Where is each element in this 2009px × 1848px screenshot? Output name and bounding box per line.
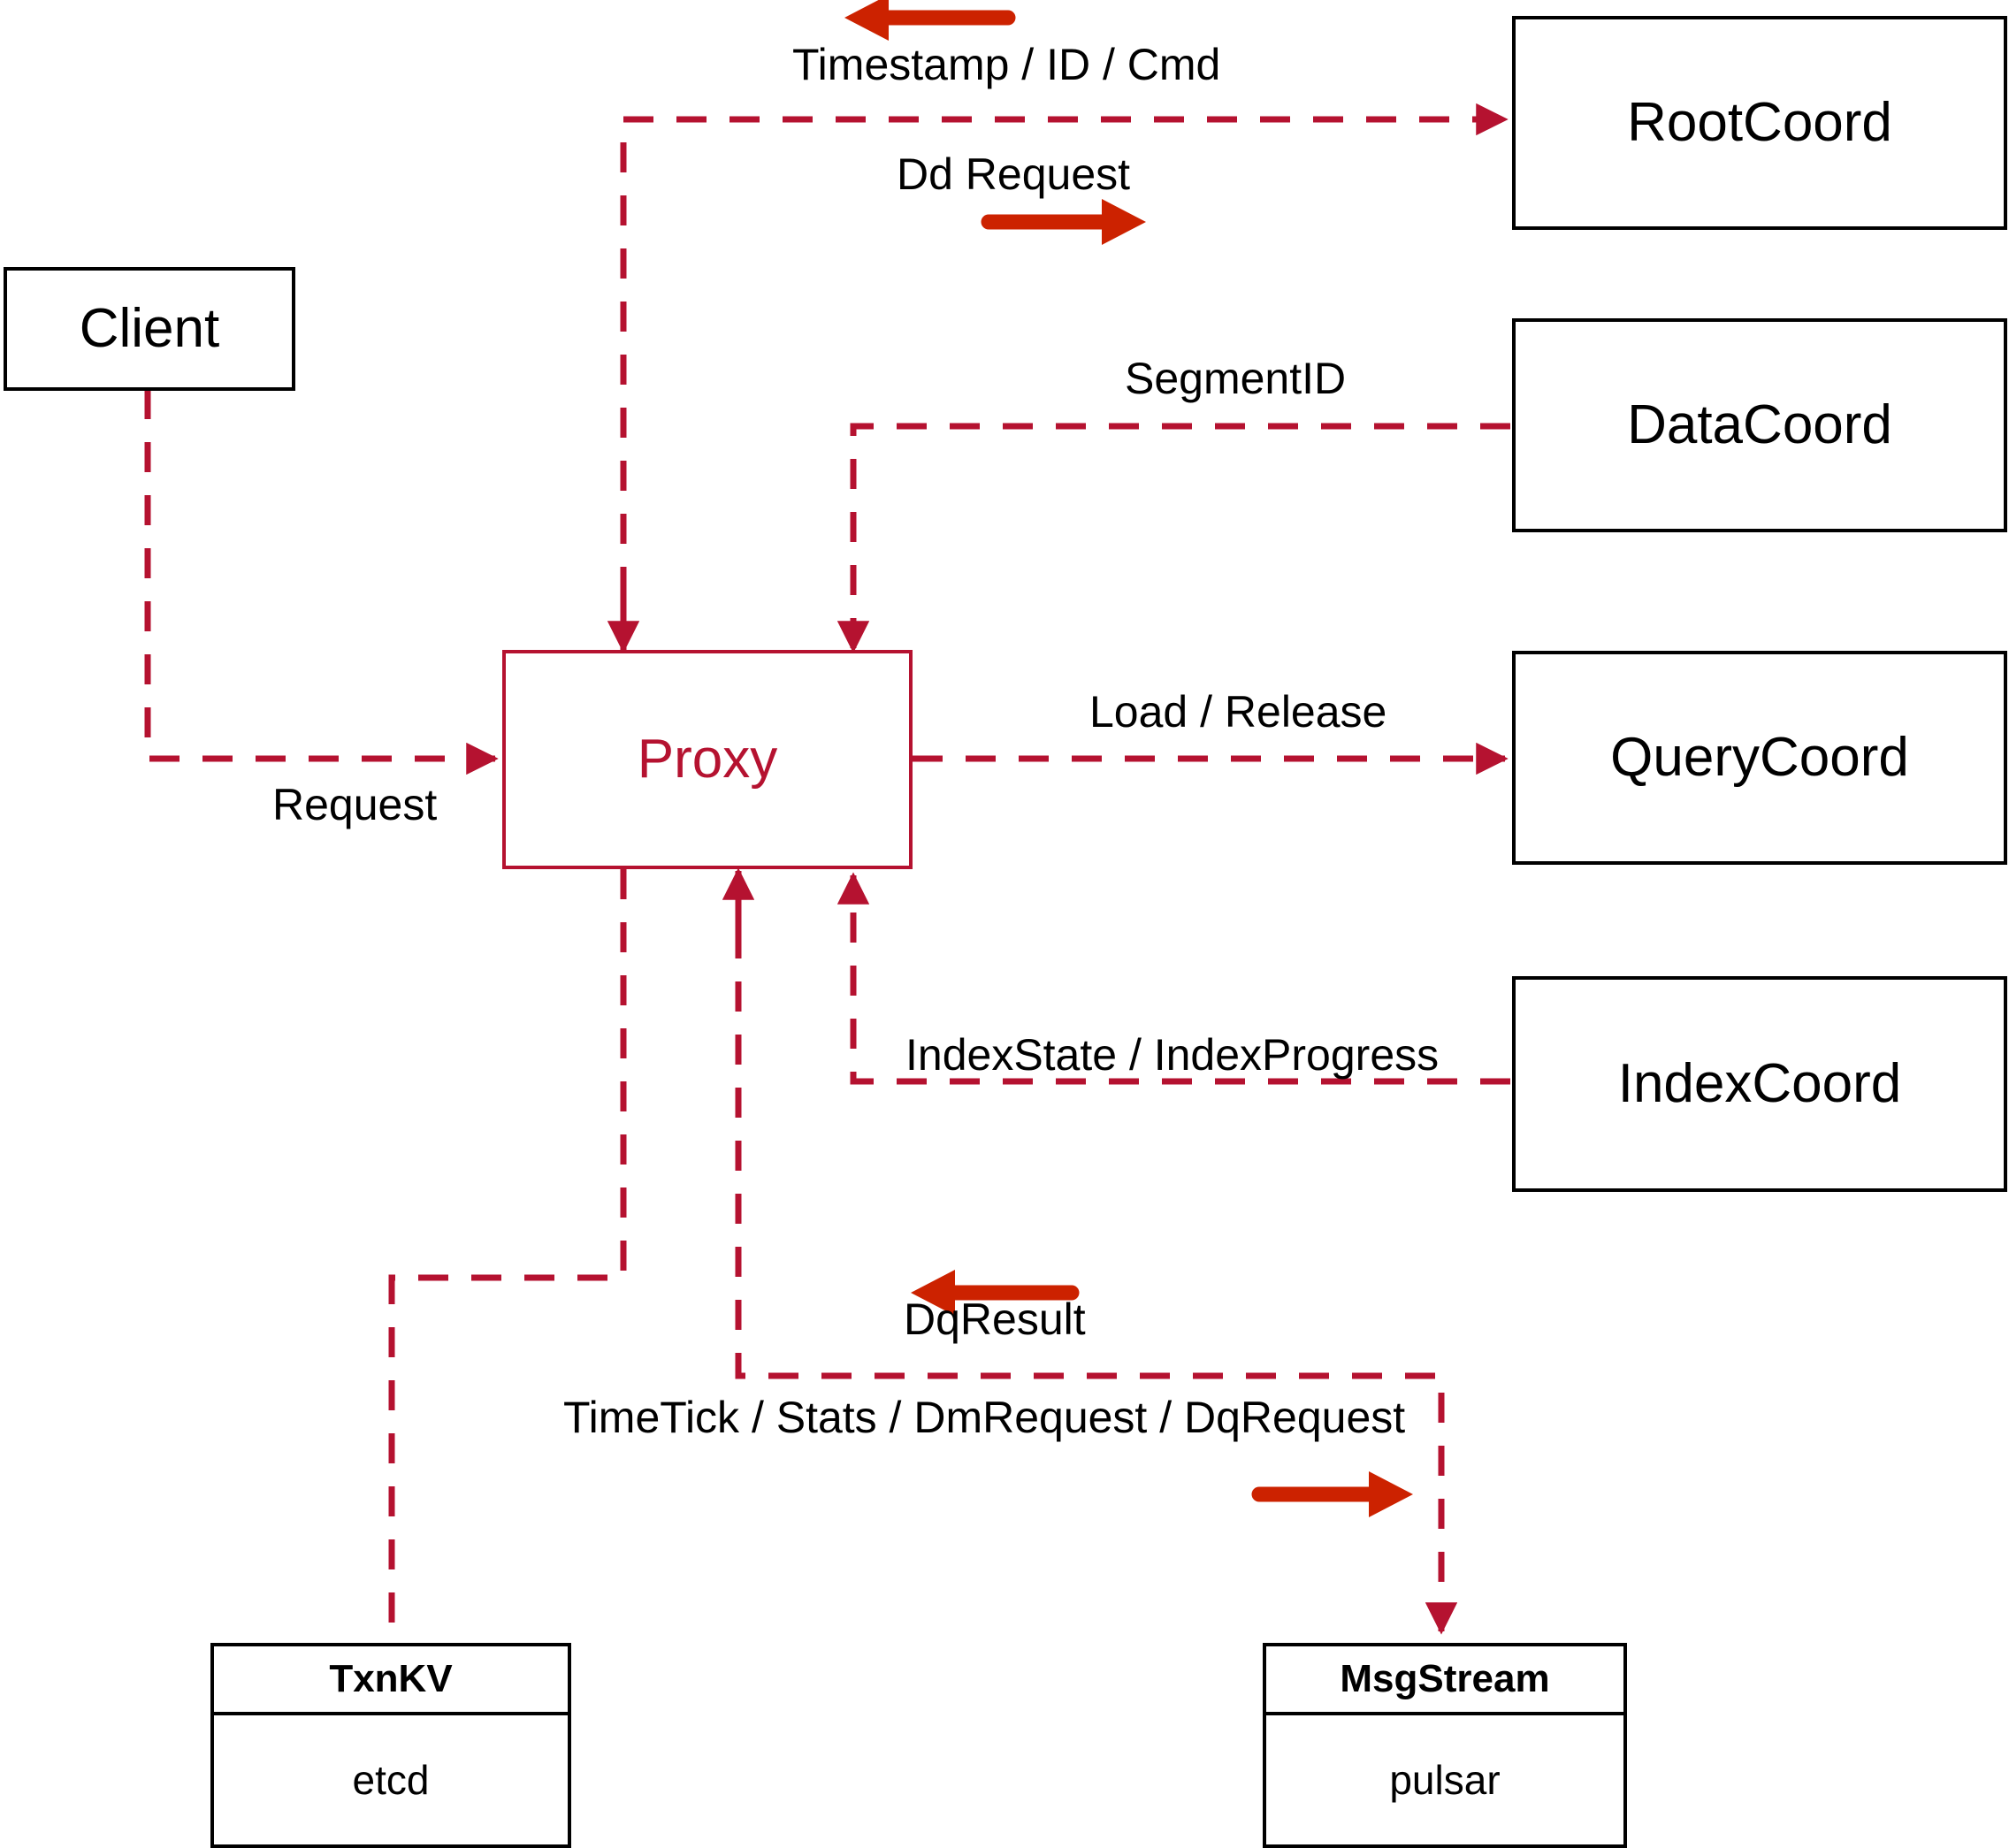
node-msgstream-impl: pulsar <box>1389 1757 1501 1803</box>
node-client[interactable]: Client <box>4 267 295 391</box>
node-msgstream[interactable]: MsgStream pulsar <box>1263 1643 1627 1848</box>
node-rootcoord[interactable]: RootCoord <box>1512 16 2007 230</box>
node-txnkv-title: TxnKV <box>329 1657 453 1700</box>
edge-label-load-release: Load / Release <box>1089 687 1387 737</box>
edge-label-dd-request: Dd Request <box>897 149 1131 199</box>
node-msgstream-title: MsgStream <box>1340 1657 1550 1700</box>
edge-label-segment-id: SegmentID <box>1125 354 1347 403</box>
edge-label-dq-result: DqResult <box>904 1294 1086 1344</box>
edge-label-timestamp-id-cmd: Timestamp / ID / Cmd <box>792 40 1221 89</box>
edge-label-timetick-stats: TimeTick / Stats / DmRequest / DqRequest <box>563 1393 1406 1442</box>
node-rootcoord-label: RootCoord <box>1627 92 1892 153</box>
node-proxy-label: Proxy <box>637 729 778 790</box>
node-datacoord-label: DataCoord <box>1627 394 1892 455</box>
edge-proxy-to-msgstream <box>735 875 1458 1635</box>
node-txnkv[interactable]: TxnKV etcd <box>210 1643 571 1848</box>
node-indexcoord[interactable]: IndexCoord <box>1512 976 2007 1192</box>
edge-indexcoord-to-proxy <box>836 872 1510 1085</box>
arrow-dq-result <box>911 1270 1080 1316</box>
node-msgstream-body: pulsar <box>1266 1715 1623 1844</box>
node-txnkv-body: etcd <box>214 1715 568 1844</box>
edge-label-index-state: IndexState / IndexProgress <box>905 1030 1440 1080</box>
node-msgstream-header: MsgStream <box>1266 1646 1623 1715</box>
node-datacoord[interactable]: DataCoord <box>1512 318 2007 532</box>
node-querycoord-label: QueryCoord <box>1610 727 1909 788</box>
arrow-dd-request <box>981 199 1146 245</box>
node-querycoord[interactable]: QueryCoord <box>1512 651 2007 865</box>
node-indexcoord-label: IndexCoord <box>1617 1053 1902 1114</box>
edge-proxy-to-txnkv <box>388 869 627 1645</box>
edge-proxy-to-rootcoord <box>620 103 1509 650</box>
node-client-label: Client <box>79 298 220 359</box>
arrow-timestamp-id-cmd <box>844 0 1016 41</box>
edge-client-to-proxy <box>144 389 499 775</box>
node-txnkv-header: TxnKV <box>214 1646 568 1715</box>
edge-datacoord-to-proxy <box>836 423 1510 653</box>
arrow-timetick-stats <box>1251 1471 1413 1517</box>
node-txnkv-impl: etcd <box>352 1757 430 1803</box>
edge-label-request: Request <box>272 780 438 829</box>
node-proxy[interactable]: Proxy <box>502 650 913 869</box>
